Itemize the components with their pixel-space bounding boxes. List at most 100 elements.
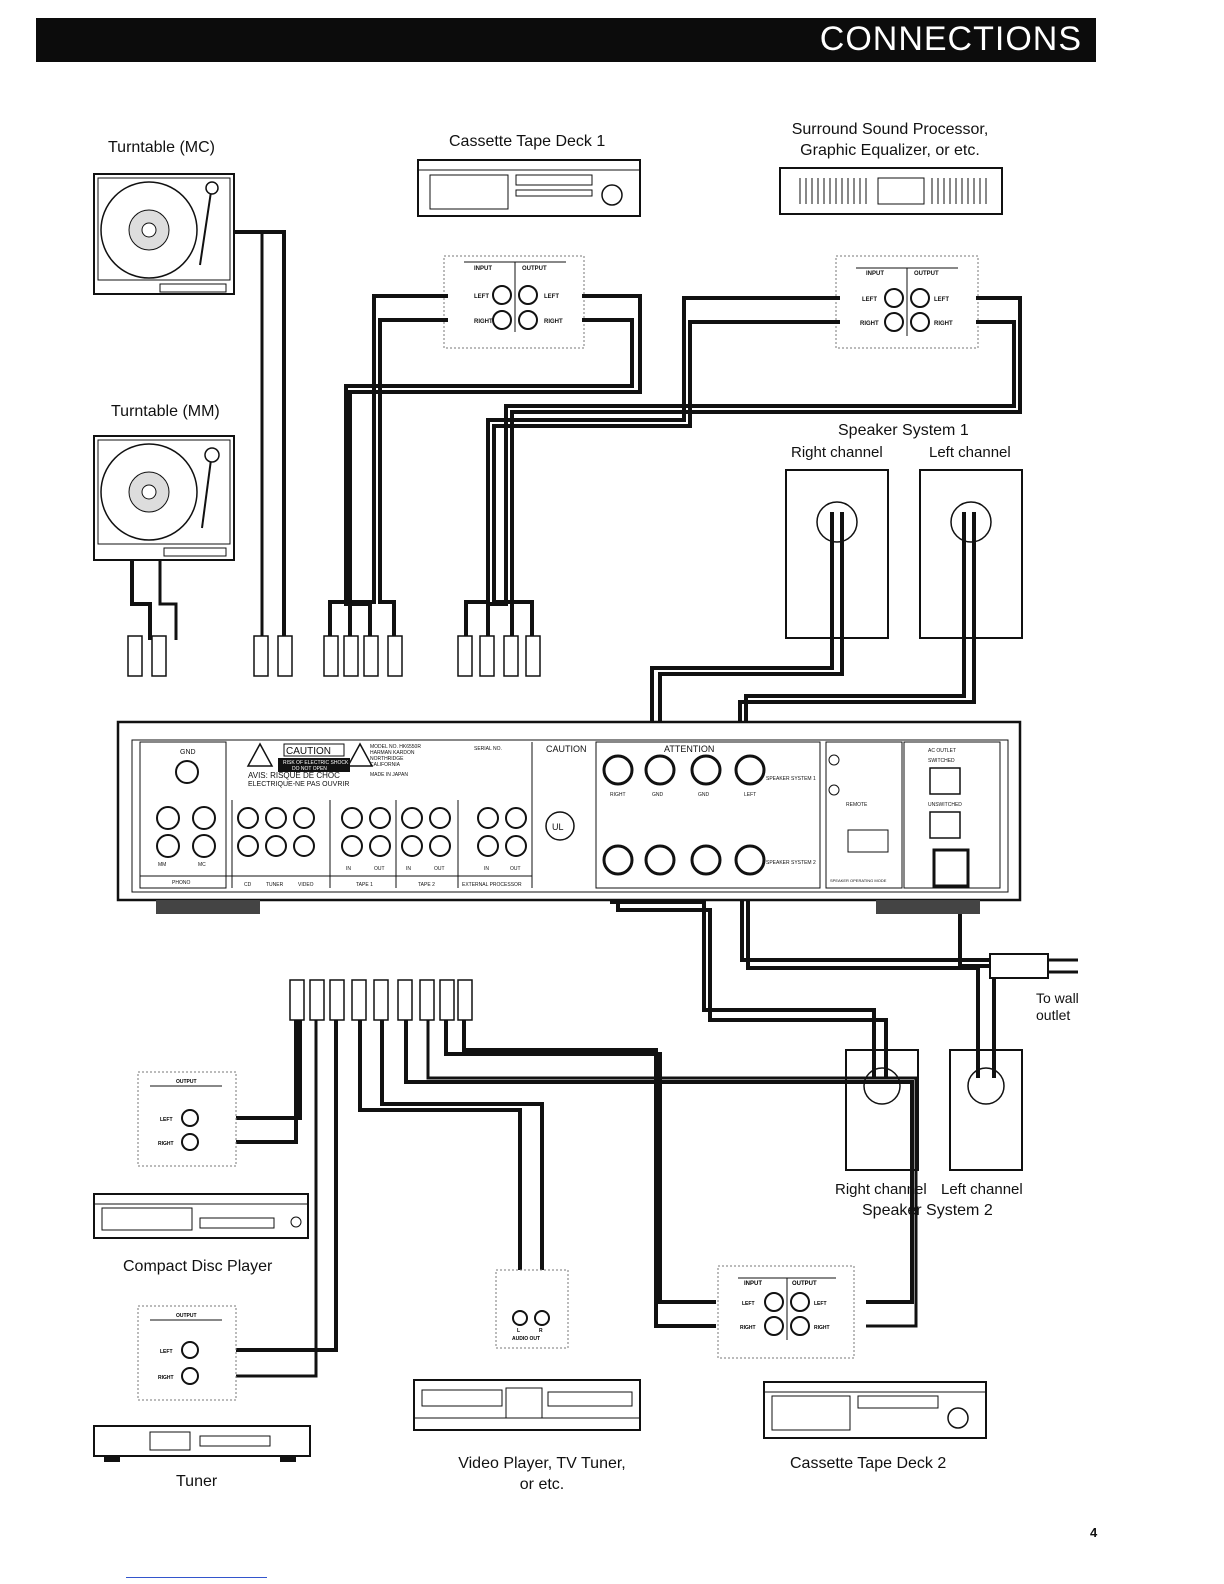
panel-switched: SWITCHED <box>928 758 955 764</box>
video-r-label: R <box>539 1328 543 1334</box>
deck2-right-out: RIGHT <box>814 1325 830 1331</box>
deck2-jack-panel: INPUT OUTPUT LEFT RIGHT LEFT RIGHT <box>717 1265 855 1359</box>
deck1-jack-panel <box>443 255 585 349</box>
panel-ext-proc: EXTERNAL PROCESSOR <box>462 882 522 888</box>
panel-out-1: OUT <box>374 866 385 872</box>
panel-model-3: NORTHRIDGE <box>370 756 404 762</box>
surround-processor <box>779 167 1003 215</box>
panel-avis-2: ELECTRIQUE-NE PAS OUVRIR <box>248 781 349 788</box>
panel-gnd-1: GND <box>652 792 664 798</box>
panel-out-3: OUT <box>510 866 521 872</box>
cd-player <box>93 1193 309 1239</box>
speaker-system-1 <box>785 469 1023 639</box>
proc-output-label: OUTPUT <box>914 271 939 277</box>
deck2-output-label: OUTPUT <box>792 1281 817 1287</box>
proc-left-out: LEFT <box>934 297 949 303</box>
deck2-input-label: INPUT <box>744 1281 762 1287</box>
panel-model-4: CALIFORNIA <box>370 762 401 768</box>
label-wall-outlet-1: To wall <box>1036 990 1079 1006</box>
label-surround-processor-1: Surround Sound Processor, <box>791 121 989 138</box>
panel-speaker-sys-1: SPEAKER SYSTEM 1 <box>766 776 816 782</box>
panel-avis-1: AVIS: RISQUE DE CHOC <box>248 771 340 780</box>
deck1-input-label: INPUT <box>474 266 492 272</box>
panel-remote: REMOTE <box>846 802 868 808</box>
proc-input-label: INPUT <box>866 271 884 277</box>
cd-right-label: RIGHT <box>158 1141 174 1147</box>
video-l-label: L <box>517 1328 520 1334</box>
panel-speaker-sys-2: SPEAKER SYSTEM 2 <box>766 860 816 866</box>
proc-right-in: RIGHT <box>860 321 879 327</box>
receiver-panel-text: GND CAUTION RISK OF ELECTRIC SHOCK DO NO… <box>158 744 962 888</box>
label-cassette-deck-2: Cassette Tape Deck 2 <box>790 1455 947 1472</box>
panel-tape2: TAPE 2 <box>418 882 435 888</box>
speaker-system-2 <box>845 1049 1023 1171</box>
panel-video: VIDEO <box>298 882 314 888</box>
panel-attention: ATTENTION <box>664 744 714 754</box>
panel-out-2: OUT <box>434 866 445 872</box>
cassette-deck-2 <box>763 1381 987 1439</box>
label-tuner: Tuner <box>176 1473 218 1490</box>
power-plug <box>989 953 1078 979</box>
label-speaker-system-1: Speaker System 1 <box>838 422 969 439</box>
panel-in-3: IN <box>484 866 489 872</box>
panel-right: RIGHT <box>610 792 626 798</box>
video-player <box>413 1379 641 1431</box>
deck1-left-in: LEFT <box>474 294 489 300</box>
label-speaker-system-2: Speaker System 2 <box>862 1202 993 1219</box>
video-audio-out-label: AUDIO OUT <box>512 1336 540 1342</box>
page-number: 4 <box>1090 1525 1098 1540</box>
cd-output-panel: OUTPUT LEFT RIGHT <box>137 1071 237 1167</box>
deck2-left-in: LEFT <box>742 1301 755 1307</box>
deck1-output-label: OUTPUT <box>522 266 547 272</box>
panel-shock-1: RISK OF ELECTRIC SHOCK <box>283 760 349 766</box>
processor-jack-panel <box>835 255 979 349</box>
label-cd-player: Compact Disc Player <box>123 1258 273 1275</box>
cd-left-label: LEFT <box>160 1117 173 1123</box>
proc-left-in: LEFT <box>862 297 877 303</box>
deck1-left-out: LEFT <box>544 294 559 300</box>
panel-in-2: IN <box>406 866 411 872</box>
label-video-player-1: Video Player, TV Tuner, <box>458 1455 626 1472</box>
panel-gnd: GND <box>180 749 196 756</box>
label-turntable-mc: Turntable (MC) <box>108 139 215 156</box>
panel-tape1: TAPE 1 <box>356 882 373 888</box>
panel-gnd-2: GND <box>698 792 710 798</box>
label-surround-processor-2: Graphic Equalizer, or etc. <box>800 142 980 159</box>
label-right-channel-1: Right channel <box>791 444 883 461</box>
tuner <box>93 1425 311 1462</box>
panel-model-1: MODEL NO. HK6550R <box>370 744 421 750</box>
deck2-right-in: RIGHT <box>740 1325 756 1331</box>
tuner-right-label: RIGHT <box>158 1375 174 1381</box>
footer-rule <box>126 1577 267 1578</box>
page-title: CONNECTIONS <box>819 20 1082 58</box>
panel-shock-2: DO NOT OPEN <box>292 766 327 772</box>
panel-unswitched: UNSWITCHED <box>928 802 962 808</box>
label-right-channel-2: Right channel <box>835 1181 927 1198</box>
tuner-left-label: LEFT <box>160 1349 173 1355</box>
video-audio-out-panel: L R AUDIO OUT <box>495 1269 569 1349</box>
panel-ac-outlet: AC OUTLET <box>928 748 956 754</box>
panel-tuner: TUNER <box>266 882 284 888</box>
panel-model-2: HARMAN KARDON <box>370 750 415 756</box>
panel-cd: CD <box>244 882 252 888</box>
panel-caution: CAUTION <box>286 746 331 757</box>
panel-mm: MM <box>158 862 166 868</box>
cd-output-label: OUTPUT <box>176 1079 197 1085</box>
cassette-deck-1 <box>417 159 641 217</box>
panel-ul: UL <box>552 822 564 832</box>
panel-made-in: MADE IN JAPAN <box>370 772 408 778</box>
rca-plugs-bottom <box>289 979 473 1021</box>
tuner-output-label: OUTPUT <box>176 1313 197 1319</box>
panel-speaker-mode: SPEAKER OPERATING MODE <box>830 878 887 883</box>
panel-mc: MC <box>198 862 206 868</box>
label-cassette-deck-1: Cassette Tape Deck 1 <box>449 133 606 150</box>
rca-plugs-top <box>127 635 541 677</box>
panel-caution-speaker: CAUTION <box>546 744 587 754</box>
jack-panel-labels: INPUT OUTPUT LEFT RIGHT LEFT RIGHT INPUT… <box>474 266 953 327</box>
turntable-mm <box>93 435 235 561</box>
receiver-rear-panel <box>116 720 1022 914</box>
deck1-right-in: RIGHT <box>474 319 493 325</box>
label-turntable-mm: Turntable (MM) <box>111 403 220 420</box>
label-video-player-2: or etc. <box>519 1476 565 1493</box>
